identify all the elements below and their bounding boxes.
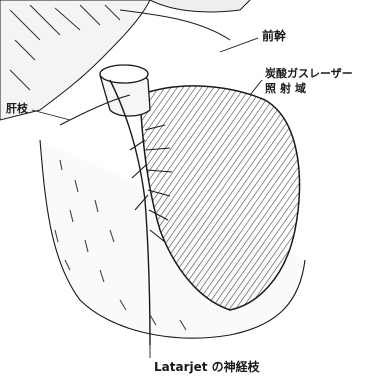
label-latarjet: Latarjet の神経枝 bbox=[154, 361, 260, 373]
esophagus bbox=[100, 65, 150, 116]
label-laser-line1: 炭酸ガスレーザー bbox=[265, 68, 353, 79]
label-anterior-trunk: 前幹 bbox=[262, 30, 286, 42]
label-hepatic-branch: 肝枝 bbox=[6, 103, 28, 114]
label-laser-line2: 照射域 bbox=[265, 83, 310, 94]
